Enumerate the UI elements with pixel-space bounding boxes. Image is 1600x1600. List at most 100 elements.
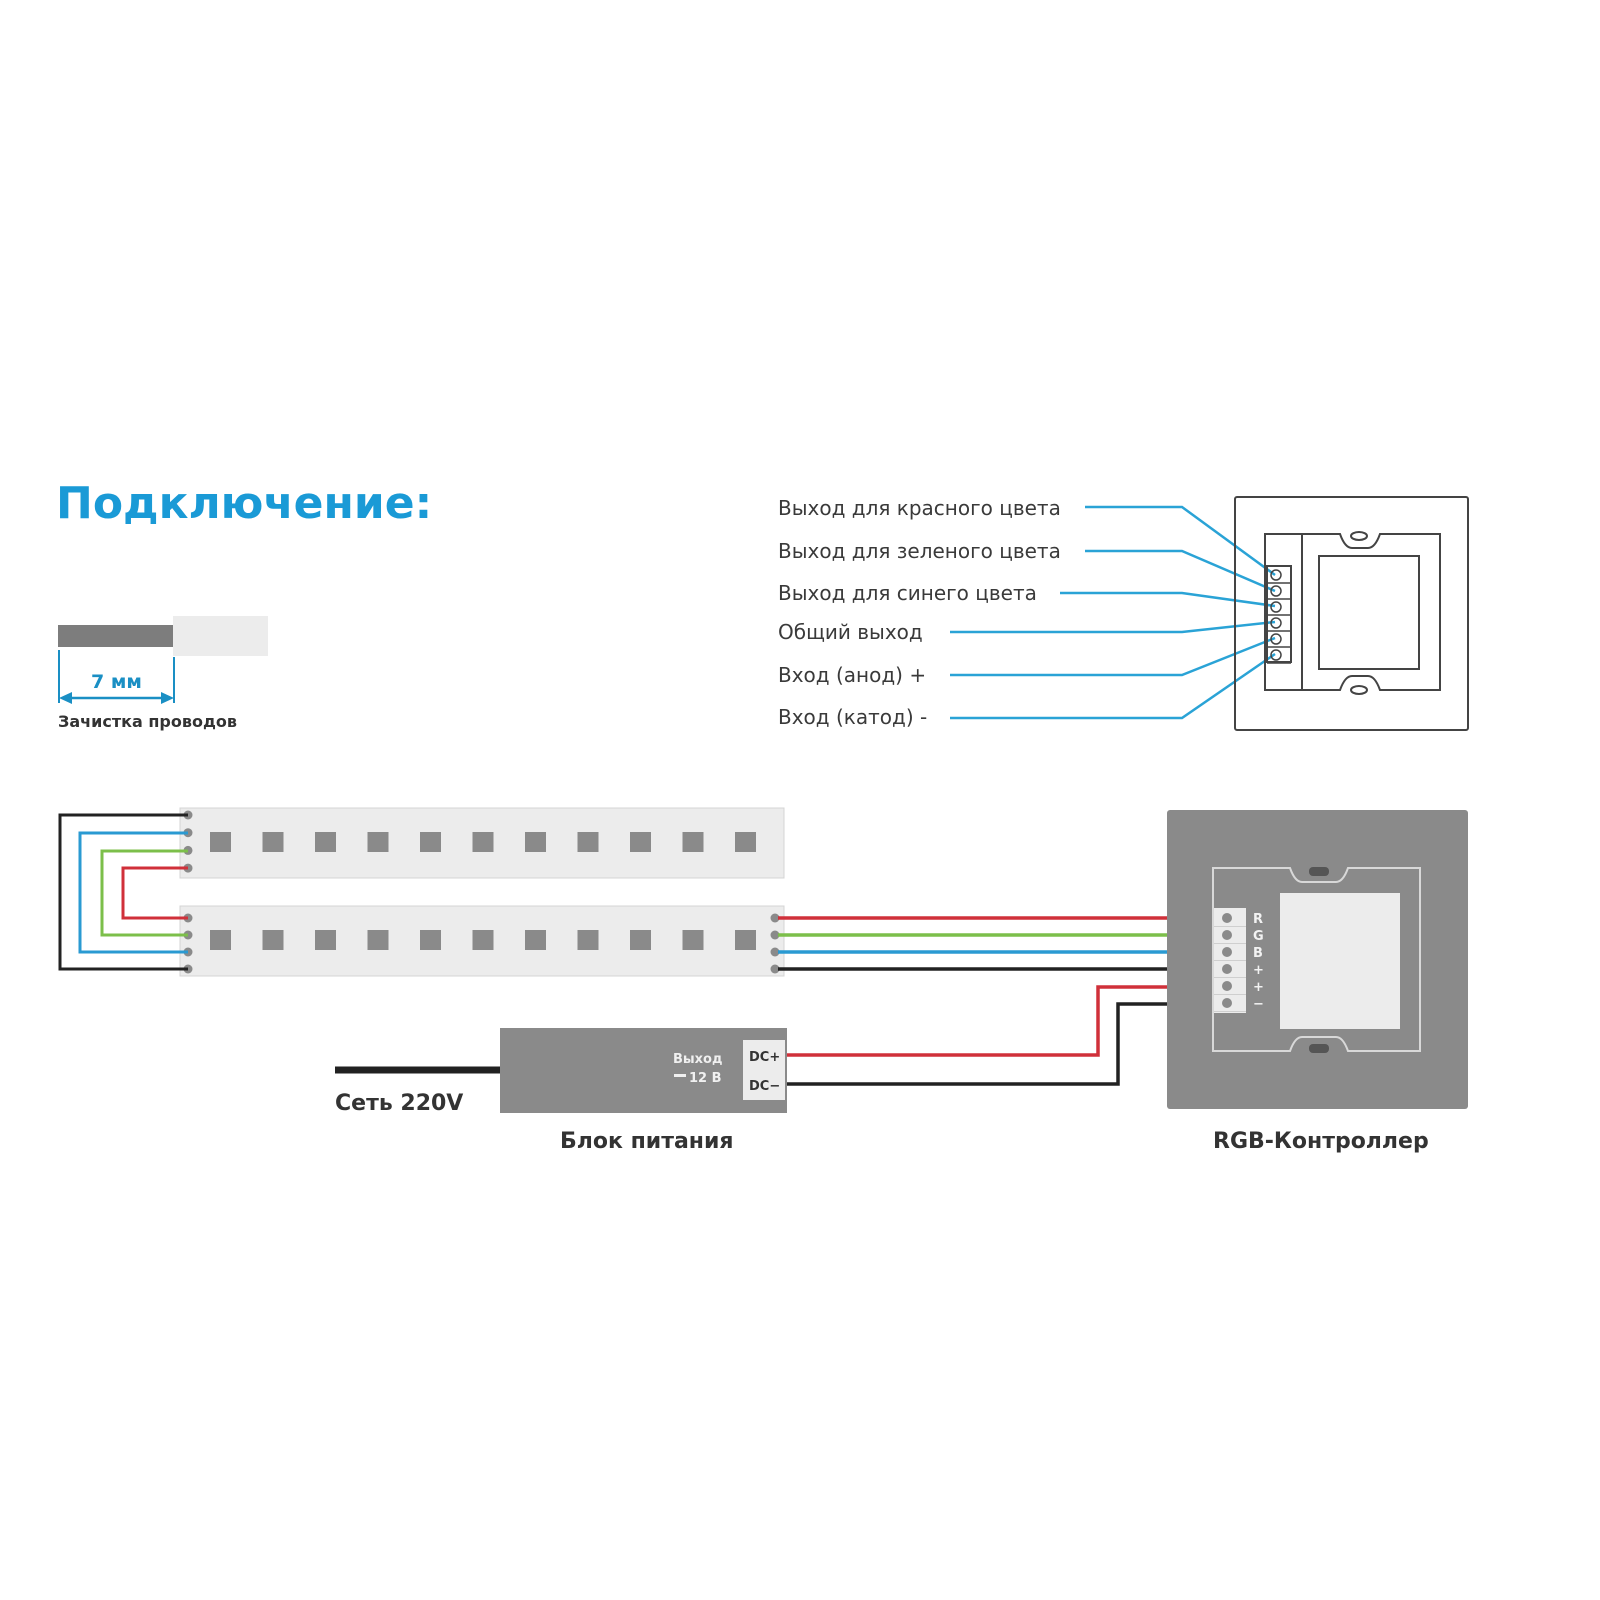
terminal-screw [1222, 964, 1232, 974]
led-chip [630, 832, 651, 852]
led-chip [262, 930, 284, 950]
pinout-label-anode: Вход (анод) + [778, 663, 926, 687]
led-chip [262, 832, 284, 852]
strip-controller-wires [778, 916, 1225, 971]
terminal-label-r: R [1253, 912, 1263, 927]
wire-dc-minus [787, 1002, 1225, 1086]
controller-slot-top [1309, 867, 1329, 876]
outline-terminal-screw [1270, 633, 1282, 645]
led-chip [367, 930, 389, 950]
solder-pad [770, 930, 780, 940]
psu-terminal-plus: DC+ [749, 1050, 780, 1065]
terminal-label-plus-2: + [1253, 980, 1264, 995]
led-chip [525, 930, 546, 950]
pinout-label-common: Общий выход [778, 620, 923, 644]
controller-outline-inner [1264, 533, 1441, 691]
pinout-label-green: Выход для зеленого цвета [778, 539, 1061, 563]
solder-pad [770, 913, 780, 923]
leader-lines [950, 505, 1276, 720]
dc-symbol-icon [674, 1074, 686, 1077]
pinout-label-blue: Выход для синего цвета [778, 581, 1037, 605]
terminal-label-g: G [1253, 929, 1264, 944]
pinout-label-red: Выход для красного цвета [778, 496, 1061, 520]
led-chip [472, 930, 494, 950]
strip-caption: Зачистка проводов [58, 712, 237, 731]
controller-outline-screen [1318, 555, 1420, 670]
led-chip [420, 832, 441, 852]
leader-line-common [950, 620, 1276, 634]
loop-wire-red [121, 866, 188, 920]
controller-frame [1212, 867, 1421, 1052]
outline-terminal-screw [1270, 617, 1282, 629]
psu-terminal-block [743, 1040, 785, 1100]
psu-controller-wires [787, 985, 1225, 1086]
terminal-label-b: B [1253, 946, 1263, 961]
stripped-wire-core [58, 625, 173, 647]
leader-line-cathode [950, 652, 1276, 720]
controller-outline-slot-bottom [1350, 685, 1368, 695]
wire-strip-illustration: 7 мм Зачистка проводов [58, 616, 268, 731]
leader-line-blue [1060, 591, 1276, 608]
terminal-screw [1222, 947, 1232, 957]
outline-terminal-screw [1270, 569, 1282, 581]
leader-line-red [1085, 505, 1276, 577]
outline-terminal-screw [1270, 649, 1282, 661]
power-supply: Выход 12 В DC+ DC− [500, 1028, 787, 1113]
rgb-controller [1167, 810, 1468, 1109]
led-chip [577, 832, 599, 852]
controller-label: RGB-Контроллер [1213, 1129, 1429, 1154]
solder-pad [770, 947, 780, 957]
controller-outline-slot-top [1350, 531, 1368, 541]
terminal-label-minus: − [1253, 997, 1264, 1012]
page-title: Подключение: [56, 478, 432, 529]
terminal-screw [1222, 930, 1232, 940]
outline-terminal-screw [1270, 585, 1282, 597]
led-chip [210, 930, 231, 950]
terminal-screw [1222, 998, 1232, 1008]
controller-terminals: R G B + + − [1214, 912, 1264, 1012]
psu-output-voltage: 12 В [689, 1071, 722, 1086]
led-chip [315, 832, 336, 852]
led-chip [735, 832, 756, 852]
solder-pad [770, 964, 780, 974]
led-chip [577, 930, 599, 950]
terminal-label-plus-1: + [1253, 963, 1264, 978]
pinout-labels: Выход для красного цвета Выход для зелен… [778, 496, 1061, 729]
power-supply-label: Блок питания [560, 1129, 734, 1154]
led-chip [210, 832, 231, 852]
loop-wire-black [58, 813, 188, 971]
outline-terminal-screw [1270, 601, 1282, 613]
led-chip [367, 832, 389, 852]
terminal-screw [1222, 913, 1232, 923]
led-chip [525, 832, 546, 852]
mains-label: Сеть 220V [335, 1091, 463, 1116]
controller-outline [1234, 496, 1469, 731]
leader-line-anode [950, 636, 1276, 677]
wire-dc-plus [787, 985, 1225, 1057]
loop-wire-green [100, 849, 188, 937]
psu-output-title: Выход [673, 1052, 722, 1067]
led-chip [682, 930, 704, 950]
controller-outline-terminal-block [1266, 565, 1292, 663]
led-chip [420, 930, 441, 950]
led-chip [682, 832, 704, 852]
led-chip [630, 930, 651, 950]
led-chip [735, 930, 756, 950]
psu-terminal-minus: DC− [749, 1079, 780, 1094]
wire-insulation [173, 616, 268, 656]
terminal-screw [1222, 981, 1232, 991]
loop-wires [58, 813, 188, 971]
controller-screen [1280, 893, 1400, 1029]
led-chip [315, 930, 336, 950]
controller-slot-bottom [1309, 1044, 1329, 1053]
led-chip [472, 832, 494, 852]
strip-dimension: 7 мм [91, 671, 142, 693]
power-supply-body [500, 1028, 787, 1113]
controller-outline-terminals [1267, 569, 1291, 664]
leader-line-green [1085, 549, 1276, 593]
pinout-label-cathode: Вход (катод) - [778, 705, 927, 729]
controller-outline-frame [1234, 496, 1469, 731]
loop-wire-blue [78, 831, 188, 954]
arrow-left-icon [59, 692, 72, 704]
